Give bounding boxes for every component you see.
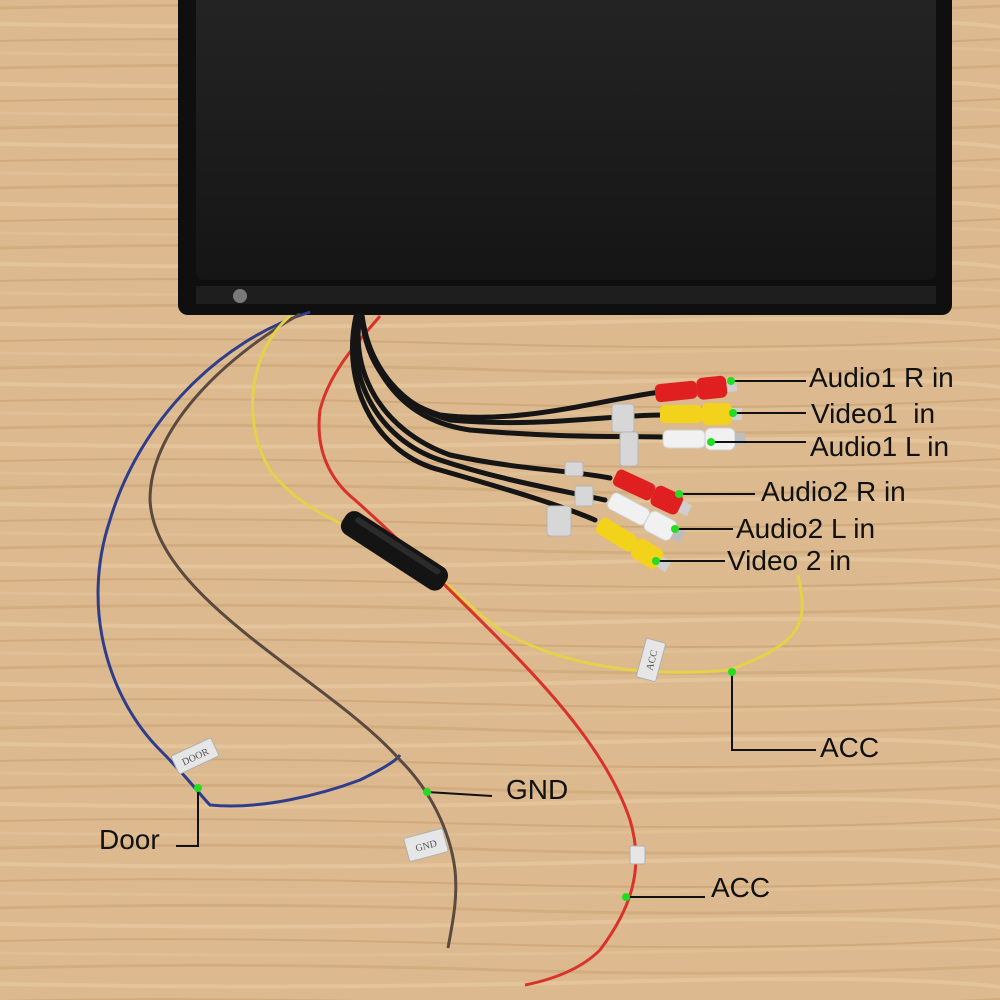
label-video1-in: Video1 in xyxy=(811,398,936,429)
monitor xyxy=(178,0,952,315)
brown-wire xyxy=(148,312,458,949)
label-gnd: GND xyxy=(506,774,569,805)
fuse-holder xyxy=(340,511,449,591)
wire-tag-door: DOOR xyxy=(170,737,220,775)
yellow-wire xyxy=(251,314,804,674)
red-wire xyxy=(317,315,638,987)
marker-dots xyxy=(194,377,737,901)
label-door: Door xyxy=(99,824,160,855)
ir-sensor xyxy=(233,289,247,303)
label-acc-yellow: ACC xyxy=(820,732,880,763)
wire-tag-red xyxy=(629,845,646,865)
wire-tag-gnd-text: GND xyxy=(414,838,438,854)
label-audio1-l-in: Audio1 L in xyxy=(810,431,950,462)
wire-tag-acc-text: ACC xyxy=(644,649,660,672)
leader-lines xyxy=(176,380,816,898)
cable-tags xyxy=(546,403,639,537)
label-audio2-r-in: Audio2 R in xyxy=(761,476,906,507)
blue-wire xyxy=(96,310,402,808)
rca-plug-audio2-r xyxy=(612,469,692,517)
wire-tag-acc: ACC xyxy=(636,638,666,682)
wire-tag-gnd: GND xyxy=(403,828,449,862)
label-audio1-r-in: Audio1 R in xyxy=(809,362,954,393)
label-acc-red: ACC xyxy=(711,872,771,903)
rca-plug-audio2-l xyxy=(607,492,686,543)
label-audio2-l-in: Audio2 L in xyxy=(736,513,876,544)
label-video2-in: Video 2 in xyxy=(727,545,852,576)
rca-plug-audio1-l xyxy=(662,427,745,451)
